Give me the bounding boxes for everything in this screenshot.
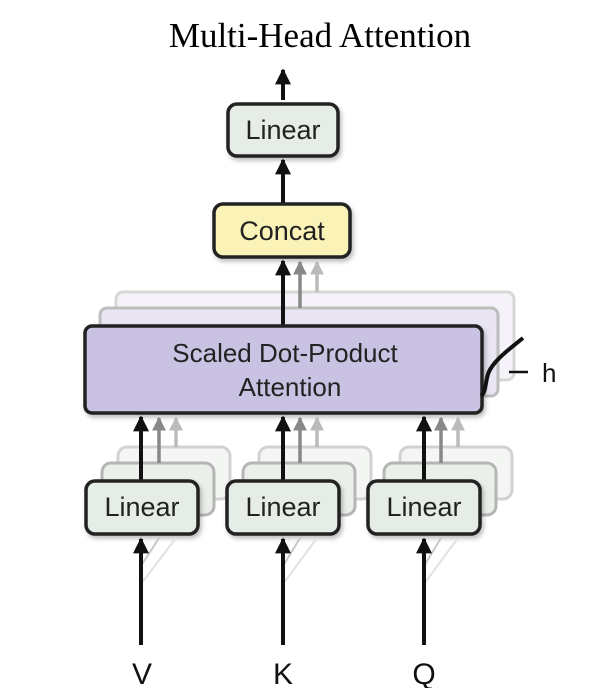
input-q-label: Q <box>412 658 435 688</box>
linear-q-label: Linear <box>386 492 461 522</box>
heads-label: h <box>542 358 556 388</box>
linear-v-label: Linear <box>104 492 179 522</box>
output-linear-label: Linear <box>245 115 320 145</box>
linear-q-block: Linear <box>366 479 482 536</box>
input-arrows <box>133 537 459 645</box>
attention-block: Scaled Dot-Product Attention <box>83 324 484 415</box>
attention-label-line2: Attention <box>239 372 342 402</box>
linear-k-label: Linear <box>245 492 320 522</box>
diagram-title: Multi-Head Attention <box>169 16 471 55</box>
input-k-label: K <box>273 658 293 688</box>
concat-label: Concat <box>239 216 325 246</box>
input-v-label: V <box>132 658 152 688</box>
linear-v-block: Linear <box>84 479 200 536</box>
linear-k-block: Linear <box>225 479 341 536</box>
linear-to-attention-arrows <box>133 415 465 480</box>
output-linear-block: Linear <box>226 102 340 158</box>
concat-block: Concat <box>212 202 352 259</box>
heads-brace: h <box>479 336 556 398</box>
attention-label-line1: Scaled Dot-Product <box>172 338 398 368</box>
